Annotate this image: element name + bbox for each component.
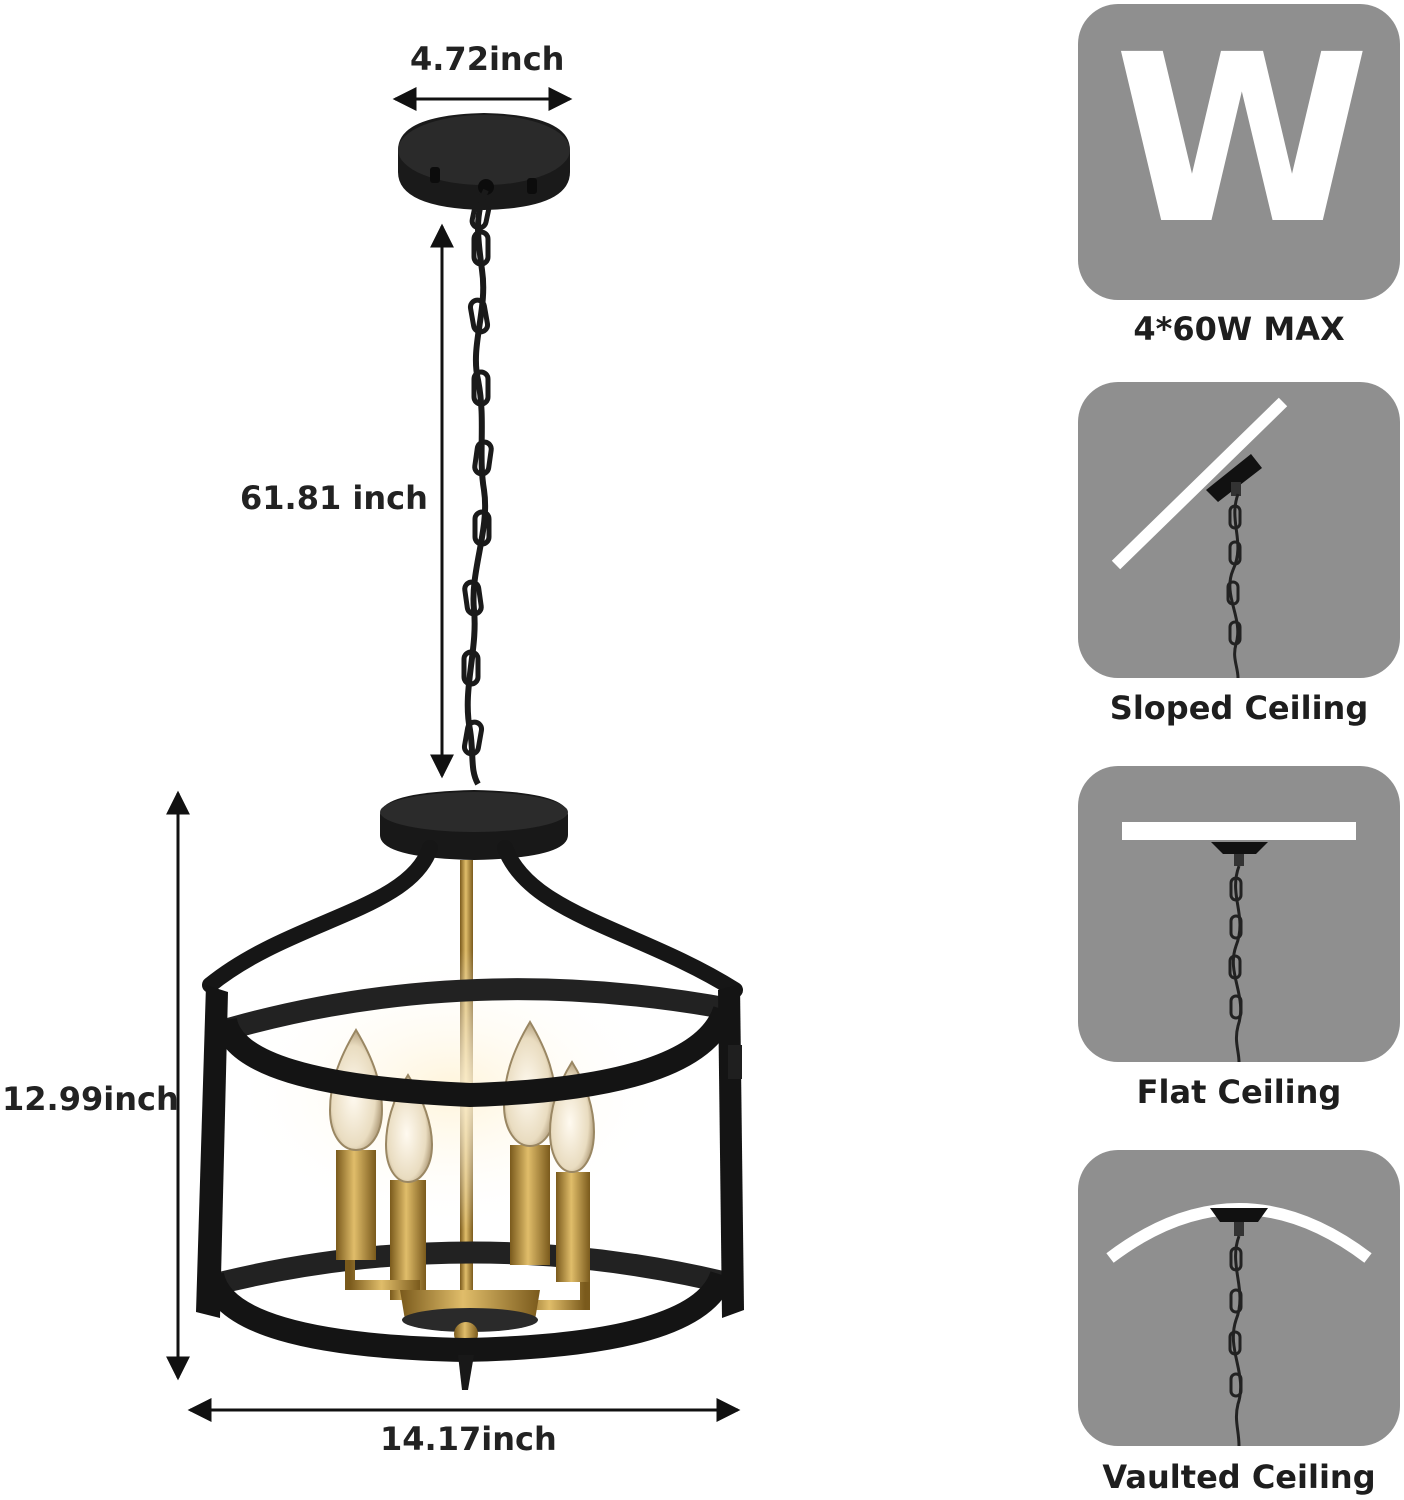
brass-base <box>345 1260 590 1310</box>
ceiling-canopy <box>398 113 570 210</box>
height-label: 12.99inch <box>2 1080 179 1118</box>
wattage-icon: W <box>1114 5 1370 275</box>
side-bars <box>196 984 744 1318</box>
flat-ceiling-icon <box>1122 822 1356 1062</box>
fixture-cap <box>380 790 568 860</box>
sloped-ceiling-icon <box>1111 397 1288 678</box>
sloped-ceiling-label: Sloped Ceiling <box>1109 689 1369 727</box>
wattage-label: 4*60W MAX <box>1133 310 1345 348</box>
canopy-width-label: 4.72inch <box>410 40 565 78</box>
vaulted-ceiling-panel <box>1078 1150 1400 1446</box>
back-rings <box>209 978 738 1296</box>
chandelier-illustration <box>166 87 744 1422</box>
vaulted-ceiling-icon <box>1106 1203 1372 1446</box>
chain <box>461 188 494 786</box>
chain-length-label: 61.81 inch <box>240 479 428 517</box>
flat-ceiling-panel <box>1078 766 1400 1062</box>
front-rings <box>200 1005 737 1363</box>
sloped-ceiling-panel <box>1078 382 1400 678</box>
flat-ceiling-label: Flat Ceiling <box>1136 1073 1342 1111</box>
vaulted-ceiling-label: Vaulted Ceiling <box>1102 1458 1376 1496</box>
wattage-panel: W <box>1078 4 1400 300</box>
frame-arms <box>202 840 743 998</box>
width-label: 14.17inch <box>380 1420 557 1458</box>
